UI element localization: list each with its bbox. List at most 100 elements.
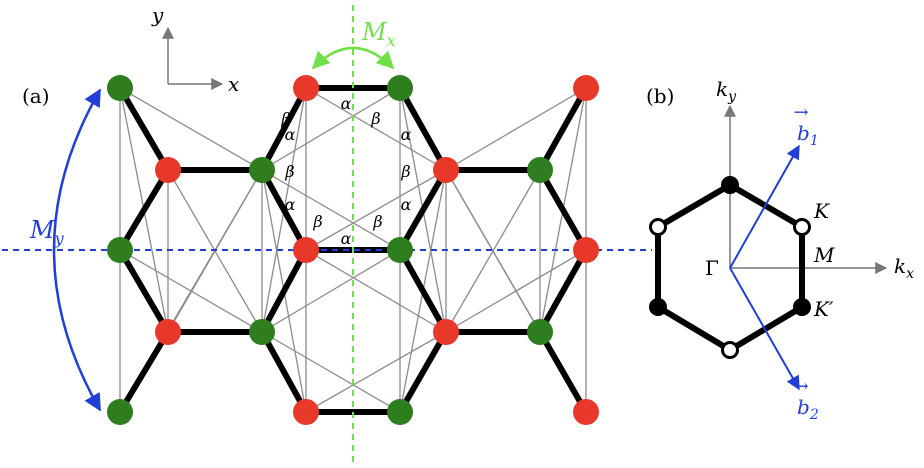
green-sublattice-site [387, 237, 413, 263]
red-sublattice-site [293, 237, 319, 263]
nearest-neighbor-bond [537, 85, 589, 173]
b2-label: b2 [797, 395, 819, 423]
nearest-neighbor-bond [397, 167, 449, 253]
green-sublattice-site [387, 399, 413, 425]
red-sublattice-site [293, 75, 319, 101]
nearest-neighbor-bond [117, 85, 171, 173]
nearest-neighbor-bond [537, 329, 589, 415]
red-sublattice-site [573, 237, 599, 263]
k-label: K [813, 199, 830, 223]
mirror-y-label: My [29, 216, 65, 248]
green-sublattice-site [107, 399, 133, 425]
k-prime-point-filled [793, 298, 811, 316]
m-label: M [813, 243, 835, 267]
b1-sub: 1 [810, 133, 819, 149]
green-sublattice-site [107, 237, 133, 263]
mirror-y-sub: y [54, 229, 65, 248]
k-prime-label: K′ [813, 297, 834, 321]
panel-a-label: (a) [22, 84, 50, 108]
red-sublattice-site [573, 399, 599, 425]
nearest-neighbor-bond [259, 85, 309, 173]
k-point-open [721, 341, 739, 359]
nearest-neighbor-bond [397, 247, 449, 335]
b2-letter: b [797, 395, 810, 419]
b1-letter: b [797, 121, 810, 145]
nearest-neighbor-bond [117, 329, 171, 415]
hopping-bond-thin [445, 87, 587, 171]
bond-label-beta: β [284, 162, 294, 181]
red-sublattice-site [293, 399, 319, 425]
nearest-neighbor-bond [117, 247, 171, 335]
b2-sub: 2 [809, 407, 819, 423]
b1-vector [729, 144, 800, 269]
nearest-neighbor-bond [537, 247, 589, 335]
red-sublattice-site [155, 319, 181, 345]
hopping-bond-thin [261, 169, 401, 251]
ky-label: ky [716, 77, 737, 105]
green-sublattice-site [249, 157, 275, 183]
hopping-bond-thin [261, 249, 401, 333]
hopping-bond-thin [305, 331, 447, 413]
nearest-neighbor-bond [259, 167, 309, 253]
bond-label-alpha: α [285, 125, 296, 144]
green-sublattice-site [107, 75, 133, 101]
mirror-x-label: Mx [361, 18, 396, 50]
b2-vector [729, 267, 800, 391]
bond-label-alpha: α [401, 195, 412, 214]
mirror-y-letter: M [29, 216, 56, 244]
hopping-bond-thin [261, 331, 401, 413]
hopping-bond-thin [119, 87, 263, 171]
nearest-neighbor-bond [117, 167, 171, 253]
panel-b-label: (b) [646, 84, 674, 108]
b2-arrow-glyph: → [793, 376, 808, 397]
red-sublattice-site [433, 319, 459, 345]
green-sublattice-site [527, 319, 553, 345]
k-point-open [649, 218, 667, 236]
green-sublattice-site [249, 319, 275, 345]
green-sublattice-site [387, 75, 413, 101]
bond-label-alpha: α [285, 195, 296, 214]
bond-label-beta: β [370, 109, 380, 128]
mirror-y-arrow [52, 88, 102, 412]
bond-label-beta: β [400, 162, 410, 181]
bond-label-beta: β [312, 212, 322, 231]
red-sublattice-site [155, 157, 181, 183]
kx-label: kx [894, 254, 914, 282]
nearest-neighbor-bond [259, 247, 309, 335]
bond-label-beta: β [280, 109, 290, 128]
red-sublattice-site [573, 75, 599, 101]
bond-label-beta: β [372, 212, 382, 231]
k-point-open [793, 218, 811, 236]
hopping-bond-thin [445, 169, 541, 333]
b1-arrow-glyph: → [793, 102, 808, 123]
gamma-label: Γ [705, 256, 719, 280]
nearest-neighbor-bond [259, 329, 309, 415]
hopping-bond-thin [305, 87, 447, 171]
kx-letter: k [894, 254, 906, 278]
red-sublattice-site [433, 157, 459, 183]
ky-letter: k [716, 77, 728, 101]
bond-label-alpha: α [341, 229, 352, 248]
b1-label: b1 [797, 121, 819, 149]
panel-b: (b) ky kx → b1 → b2 Γ K M K′ [646, 77, 914, 423]
mirror-x-letter: M [361, 18, 388, 46]
bond-label-alpha: α [401, 125, 412, 144]
mirror-x-sub: x [387, 31, 396, 50]
nearest-neighbor-bond [397, 85, 449, 173]
hopping-bond-thin [305, 249, 447, 333]
k-point-filled [721, 176, 739, 194]
axis-x-label: x [228, 72, 239, 96]
bond-label-alpha: α [341, 94, 352, 113]
ky-sub: y [727, 89, 737, 105]
lattice-sites [107, 75, 599, 425]
k-point-filled [649, 298, 667, 316]
hopping-bond-thin [261, 87, 401, 171]
nearest-neighbor-bond [537, 167, 589, 253]
mirror-x-arrow [311, 46, 395, 70]
hopping-bond-thin [305, 169, 447, 251]
axis-y-label: y [151, 3, 164, 27]
kx-sub: x [906, 266, 914, 282]
